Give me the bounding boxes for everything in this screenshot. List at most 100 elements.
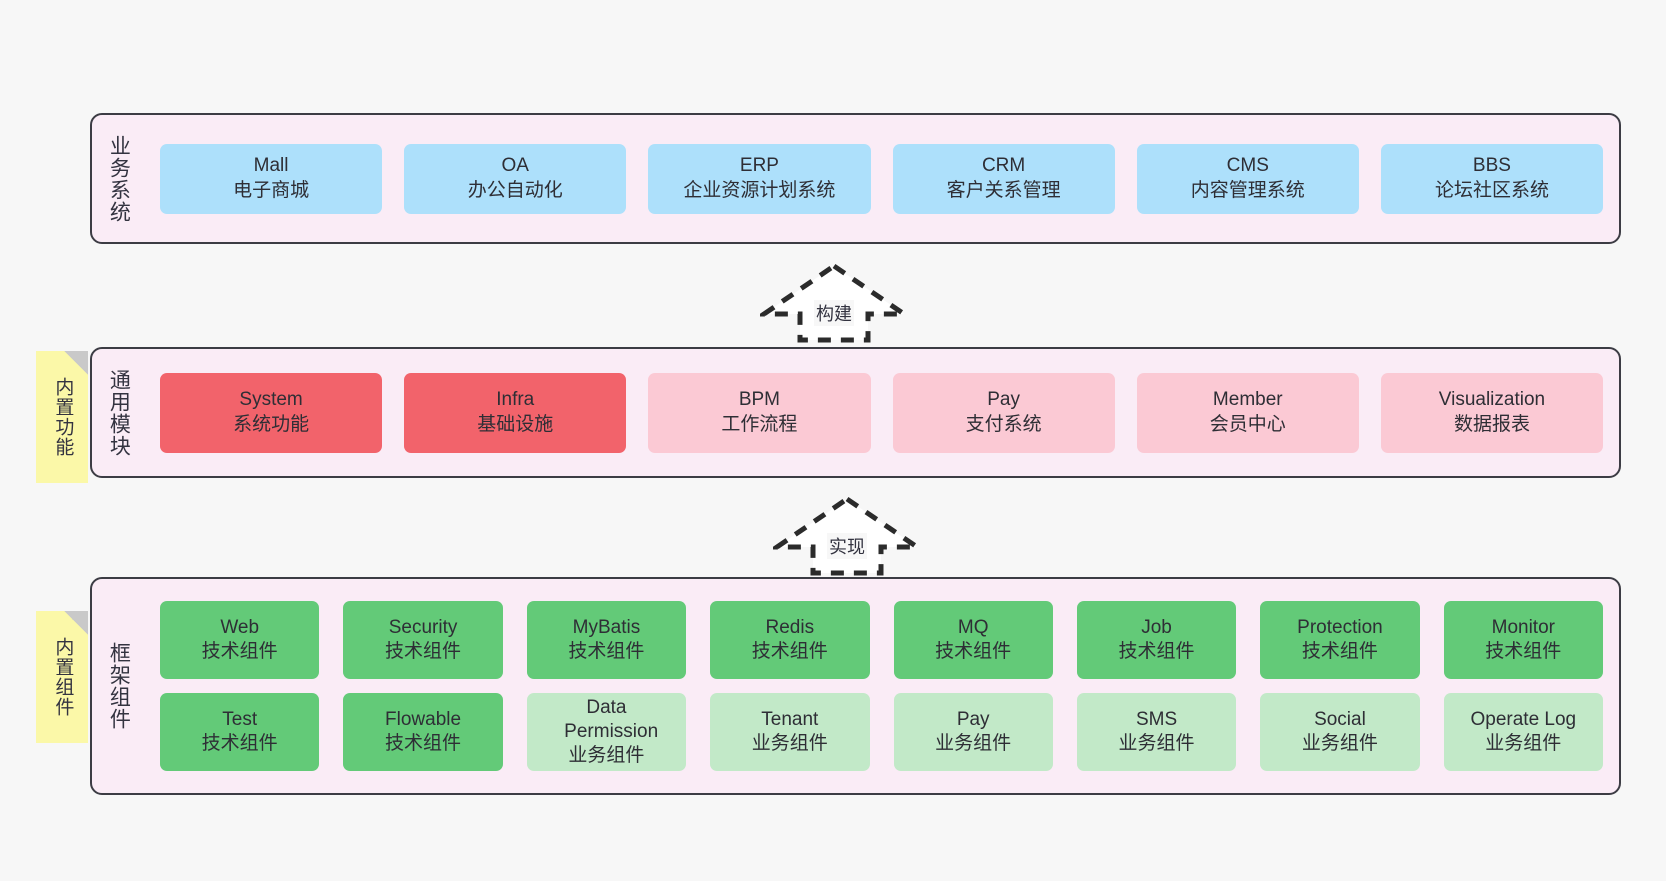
component-card-test[interactable]: Test 技术组件 — [160, 693, 320, 771]
component-card-title: Tenant — [761, 708, 819, 730]
connector-build-label: 构建 — [814, 300, 854, 326]
module-card-subtitle: 系统功能 — [233, 413, 310, 435]
layer-title-framework-components: 框架组件 — [107, 642, 131, 730]
layer-body-framework-components: Web 技术组件 Security 技术组件 MyBatis 技术组件 Redi… — [144, 579, 1619, 793]
component-card-title: Test — [222, 708, 258, 730]
module-card-subtitle: 支付系统 — [965, 413, 1042, 435]
module-card-title: CRM — [981, 155, 1026, 177]
module-card-infra[interactable]: Infra 基础设施 — [404, 372, 627, 453]
layer-title-common-modules: 通用模块 — [107, 368, 131, 457]
layer-framework-components: 框架组件 Web 技术组件 Security 技术组件 MyBatis 技术组件… — [90, 577, 1621, 795]
layer-common-modules: 通用模块 System 系统功能 Infra 基础设施 BPM 工作流程 Pay… — [90, 347, 1621, 478]
module-card-visualization[interactable]: Visualization 数据报表 — [1380, 372, 1604, 453]
module-card-title: CMS — [1226, 155, 1269, 177]
layer-row: System 系统功能 Infra 基础设施 BPM 工作流程 Pay 支付系统… — [160, 372, 1604, 453]
component-card-subtitle: 技术组件 — [385, 733, 462, 754]
module-card-subtitle: 论坛社区系统 — [1434, 179, 1549, 201]
module-card-member[interactable]: Member 会员中心 — [1136, 372, 1359, 453]
module-card-title: OA — [501, 155, 529, 177]
module-card-erp[interactable]: ERP 企业资源计划系统 — [648, 143, 871, 214]
component-card-title: MQ — [957, 616, 989, 638]
component-card-subtitle: 技术组件 — [201, 733, 278, 754]
component-card-title: Web — [220, 616, 260, 638]
component-card-pay[interactable]: Pay 业务组件 — [893, 693, 1053, 771]
component-card-subtitle: 业务组件 — [568, 745, 645, 767]
module-card-subtitle: 基础设施 — [477, 413, 554, 435]
component-card-subtitle: 技术组件 — [201, 641, 278, 662]
connector-implement-arrow: 实现 — [773, 495, 921, 577]
module-card-title: Member — [1212, 389, 1283, 411]
module-card-bbs[interactable]: BBS 论坛社区系统 — [1380, 143, 1604, 214]
layer-row: Test 技术组件 Flowable 技术组件 Data Permission … — [160, 693, 1603, 771]
module-card-oa[interactable]: OA 办公自动化 — [404, 143, 627, 214]
component-card-title: Data Permission — [564, 696, 659, 742]
component-card-protection[interactable]: Protection 技术组件 — [1260, 601, 1420, 679]
component-card-subtitle: 技术组件 — [1301, 641, 1378, 662]
component-card-title: Protection — [1297, 616, 1383, 638]
component-card-subtitle: 技术组件 — [1118, 641, 1195, 662]
component-card-title: Flowable — [385, 708, 462, 730]
module-card-subtitle: 办公自动化 — [467, 179, 563, 201]
component-card-subtitle: 业务组件 — [1485, 733, 1562, 754]
layer-row: Web 技术组件 Security 技术组件 MyBatis 技术组件 Redi… — [160, 601, 1603, 679]
component-card-title: Social — [1314, 708, 1366, 730]
component-card-mybatis[interactable]: MyBatis 技术组件 — [526, 601, 687, 679]
module-card-title: BBS — [1472, 155, 1511, 177]
module-card-title: Visualization — [1438, 389, 1546, 411]
module-card-subtitle: 客户关系管理 — [946, 179, 1061, 201]
component-card-flowable[interactable]: Flowable 技术组件 — [343, 693, 503, 771]
component-card-subtitle: 业务组件 — [935, 733, 1012, 754]
component-card-operate-log[interactable]: Operate Log 业务组件 — [1443, 693, 1603, 771]
component-card-title: MyBatis — [572, 616, 641, 638]
component-card-title: Operate Log — [1470, 708, 1577, 730]
component-card-mq[interactable]: MQ 技术组件 — [893, 601, 1053, 679]
module-card-mall[interactable]: Mall 电子商城 — [160, 143, 383, 214]
component-card-security[interactable]: Security 技术组件 — [343, 601, 503, 679]
component-card-tenant[interactable]: Tenant 业务组件 — [710, 693, 870, 771]
component-card-title: Pay — [956, 708, 990, 730]
module-card-system[interactable]: System 系统功能 — [160, 372, 383, 453]
connector-build-arrow: 构建 — [760, 262, 908, 344]
component-card-monitor[interactable]: Monitor 技术组件 — [1443, 601, 1603, 679]
layer-body-business-systems: Mall 电子商城 OA 办公自动化 ERP 企业资源计划系统 CRM 客户关系… — [144, 115, 1619, 242]
module-card-subtitle: 内容管理系统 — [1190, 179, 1305, 201]
sticky-note-builtin-components: 内置组件 — [36, 611, 88, 743]
component-card-title: Job — [1141, 616, 1172, 638]
module-card-bpm[interactable]: BPM 工作流程 — [648, 372, 871, 453]
module-card-pay[interactable]: Pay 支付系统 — [892, 372, 1115, 453]
component-card-subtitle: 技术组件 — [568, 641, 645, 662]
module-card-title: Mall — [253, 155, 289, 177]
module-card-title: BPM — [738, 389, 781, 411]
module-card-cms[interactable]: CMS 内容管理系统 — [1136, 143, 1359, 214]
layer-business-systems: 业务系统 Mall 电子商城 OA 办公自动化 ERP 企业资源计划系统 CRM… — [90, 113, 1621, 244]
module-card-title: ERP — [739, 155, 779, 177]
component-card-title: SMS — [1135, 708, 1178, 730]
component-card-social[interactable]: Social 业务组件 — [1260, 693, 1420, 771]
module-card-title: Pay — [987, 389, 1020, 411]
module-card-crm[interactable]: CRM 客户关系管理 — [892, 143, 1115, 214]
component-card-subtitle: 业务组件 — [751, 733, 828, 754]
component-card-job[interactable]: Job 技术组件 — [1076, 601, 1237, 679]
component-card-subtitle: 技术组件 — [1485, 641, 1562, 662]
module-card-subtitle: 工作流程 — [721, 413, 798, 435]
component-card-data-permission[interactable]: Data Permission 业务组件 — [526, 693, 687, 771]
module-card-subtitle: 企业资源计划系统 — [683, 179, 836, 201]
component-card-title: Security — [388, 616, 458, 638]
module-card-title: System — [239, 389, 303, 411]
layer-title-business-systems: 业务系统 — [107, 134, 131, 223]
layer-body-common-modules: System 系统功能 Infra 基础设施 BPM 工作流程 Pay 支付系统… — [144, 349, 1619, 476]
component-card-subtitle: 技术组件 — [385, 641, 462, 662]
component-card-sms[interactable]: SMS 业务组件 — [1076, 693, 1237, 771]
component-card-subtitle: 技术组件 — [751, 641, 828, 662]
component-card-title: Redis — [765, 616, 815, 638]
module-card-subtitle: 会员中心 — [1209, 413, 1286, 435]
module-card-subtitle: 电子商城 — [233, 179, 310, 201]
module-card-subtitle: 数据报表 — [1453, 413, 1530, 435]
connector-implement-label: 实现 — [827, 533, 867, 559]
component-card-web[interactable]: Web 技术组件 — [160, 601, 320, 679]
component-card-redis[interactable]: Redis 技术组件 — [710, 601, 870, 679]
sticky-note-builtin-features: 内置功能 — [36, 351, 88, 483]
component-card-subtitle: 业务组件 — [1301, 733, 1378, 754]
component-card-subtitle: 技术组件 — [935, 641, 1012, 662]
